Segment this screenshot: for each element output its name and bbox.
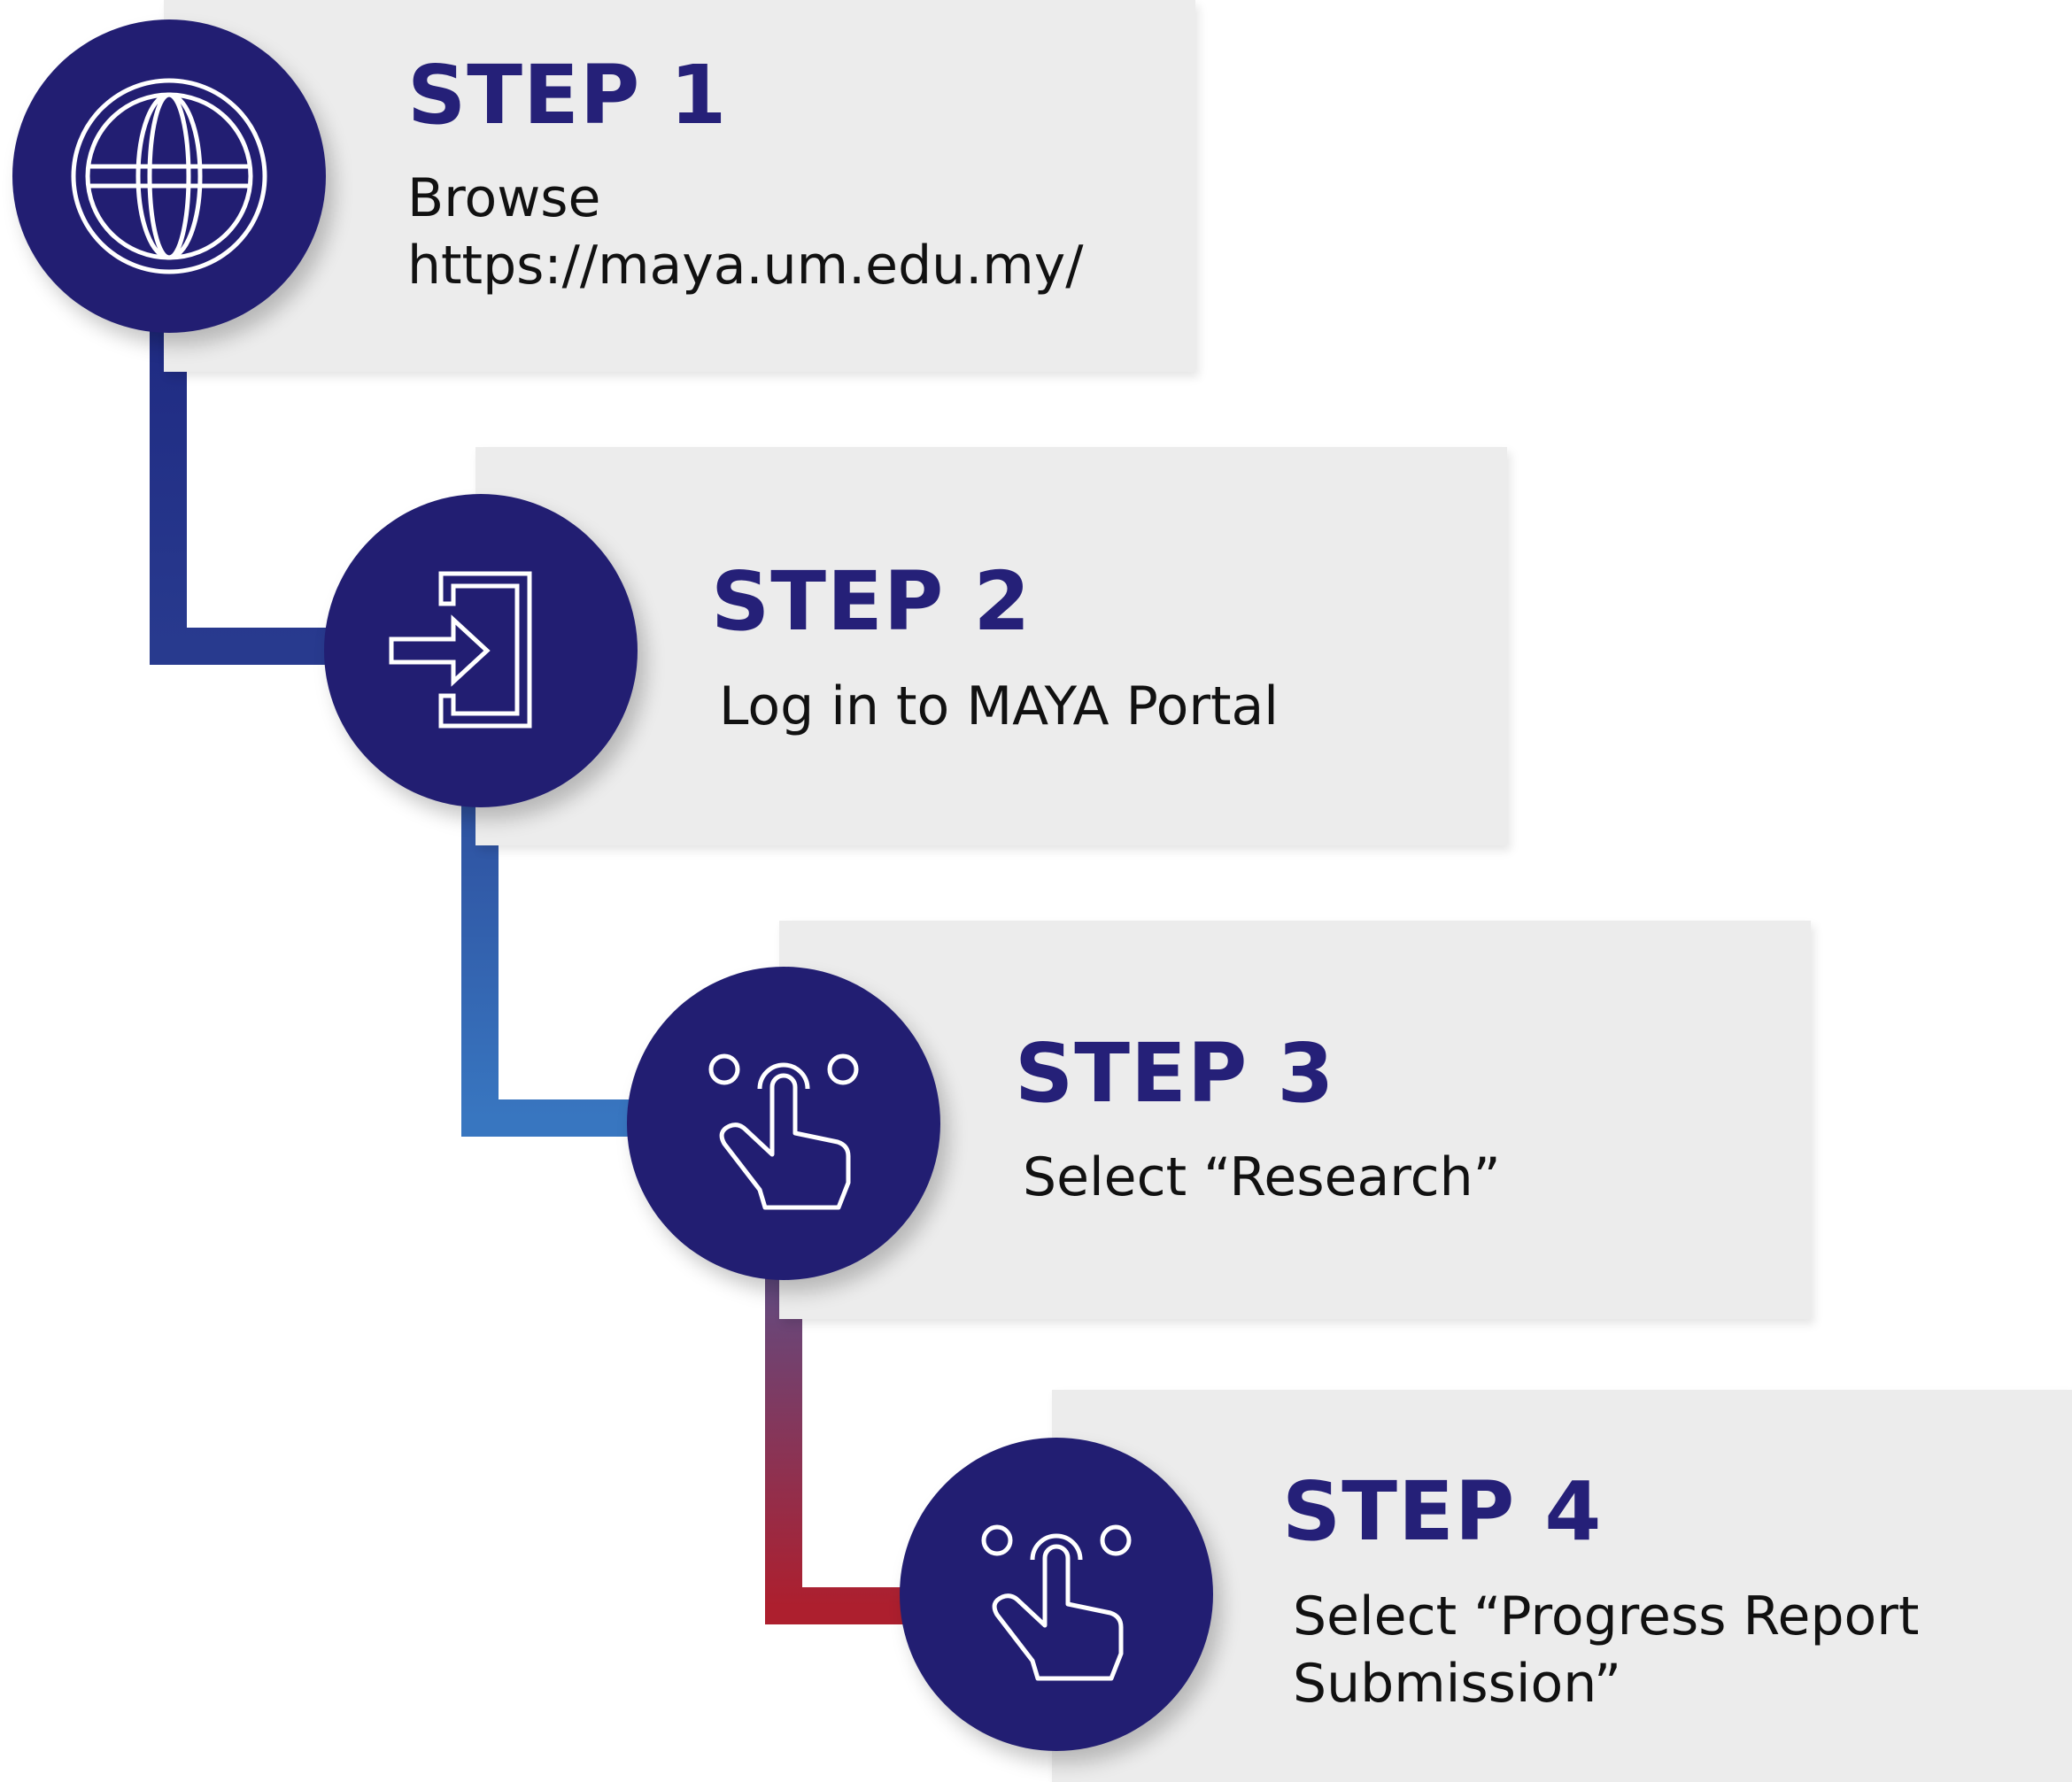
step-2-circle [324, 494, 638, 807]
tap-icon [708, 1053, 859, 1210]
step-1-url: https://maya.um.edu.my/ [407, 235, 1084, 297]
step-2-description: Log in to MAYA Portal [719, 673, 1279, 740]
step-4-title: STEP 4 [1282, 1464, 1603, 1559]
sign-in-icon [389, 571, 532, 729]
globe-icon [71, 78, 267, 274]
step-3-title: STEP 3 [1015, 1026, 1335, 1121]
step-3-card [779, 921, 1811, 1319]
step-3-description: Select “Research” [1023, 1144, 1501, 1211]
step-3-description-line-1: Select “Research” [1023, 1146, 1501, 1208]
step-2-title: STEP 2 [711, 554, 1032, 649]
step-1-card [164, 0, 1195, 372]
step-1-circle [12, 19, 326, 333]
step-1-description-line-1: Browse [407, 167, 601, 229]
step-4-description: Select “Progress Report Submission” [1293, 1583, 1919, 1717]
connector-segment-1 [150, 319, 345, 665]
connector-segment-3 [765, 1261, 912, 1624]
connector-segment-2 [461, 788, 638, 1137]
step-4-description-line-2: Submission” [1293, 1653, 1622, 1715]
step-1-title: STEP 1 [407, 48, 728, 143]
step-2-card [475, 447, 1507, 845]
step-4-description-line-1: Select “Progress Report [1293, 1585, 1920, 1647]
step-1-description: Browse https://maya.um.edu.my/ [407, 165, 1083, 299]
step-4-circle [900, 1438, 1213, 1751]
step-2-description-line-1: Log in to MAYA Portal [719, 675, 1279, 737]
tap-icon [981, 1524, 1132, 1681]
step-3-circle [627, 967, 940, 1280]
step-4-card [1052, 1390, 2072, 1782]
